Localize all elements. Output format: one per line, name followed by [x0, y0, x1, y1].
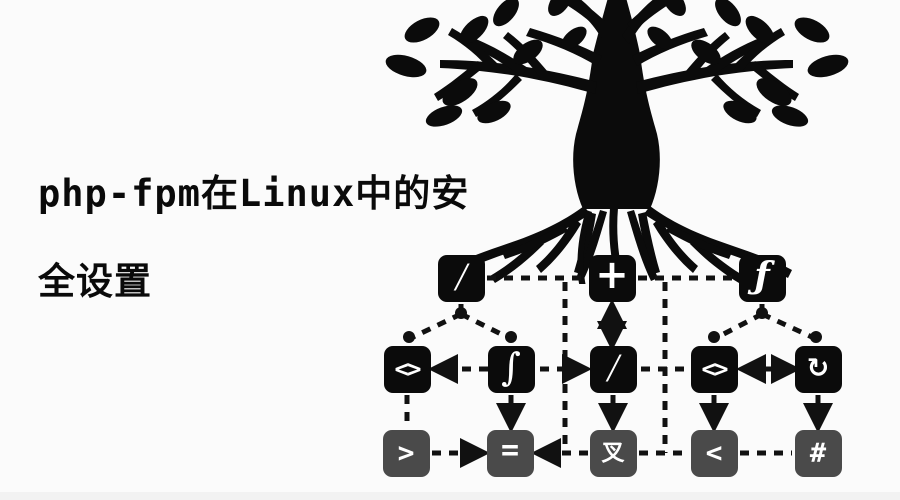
diagram-node-r2n5[interactable]: ↻	[794, 345, 842, 393]
diagram-node-r1n2[interactable]: +	[588, 252, 636, 302]
slash-icon: /	[607, 345, 619, 390]
diagram-node-r2n1[interactable]: <>	[383, 345, 431, 393]
diagram-node-r2n2[interactable]: ∫	[487, 345, 535, 393]
equals-icon: =	[500, 433, 520, 468]
integral-icon: ∫	[501, 345, 521, 389]
diagram-node-r2n4[interactable]: <>	[690, 345, 738, 393]
diagram-node-r1n1[interactable]: /	[437, 254, 485, 302]
prompt-caret-icon: >	[397, 436, 415, 469]
bottom-divider	[0, 492, 900, 500]
diagram-node-r3n3[interactable]: 叉	[589, 429, 637, 477]
function-icon: ƒ	[754, 255, 770, 297]
cjk-glyph-icon: 叉	[601, 439, 625, 466]
sync-refresh-icon: ↻	[806, 352, 830, 384]
code-brackets-icon: <>	[394, 355, 422, 383]
diagram-node-r1n3[interactable]: ƒ	[738, 254, 786, 302]
diagram-node-r2n3[interactable]: /	[589, 345, 637, 393]
less-than-icon: <	[705, 436, 723, 469]
diagram-node-r3n1[interactable]: >	[382, 429, 430, 477]
title-line-2: 全设置	[38, 260, 152, 303]
slash-icon: /	[455, 254, 467, 299]
title-line-1: php-fpm在Linux中的安	[38, 172, 470, 215]
code-brackets-icon: <>	[701, 355, 729, 383]
diagram-node-r3n2[interactable]: =	[486, 429, 534, 477]
hash-icon: #	[809, 437, 827, 469]
page-title: php-fpm在Linux中的安 全设置	[38, 150, 468, 326]
diagram-node-r3n5[interactable]: #	[794, 429, 842, 477]
diagram-node-r3n4[interactable]: <	[690, 429, 738, 477]
plus-icon: +	[595, 252, 629, 298]
